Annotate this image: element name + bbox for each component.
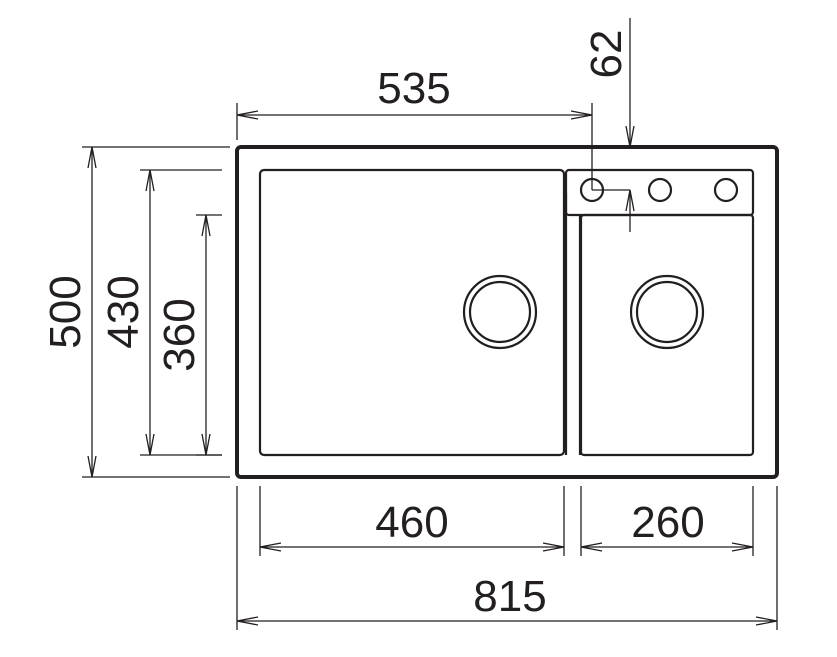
bowl-divider [564,193,582,455]
dimension-260: 260 [580,486,754,556]
tap-hole-2 [647,177,673,203]
dimension-label-535: 535 [377,64,450,113]
main-bowl-outline [258,168,566,457]
dimension-label-460: 460 [375,498,448,547]
dimension-815: 815 [236,486,778,630]
dimension-label-815: 815 [473,572,546,621]
dimension-label-360: 360 [155,298,204,371]
tap-hole-3 [713,177,739,203]
dimension-500: 500 [41,146,230,478]
dimension-62: 62 [582,18,635,232]
dimension-535: 535 [236,64,630,191]
sink-outer-outline [235,145,779,479]
small-bowl-drain [629,274,705,350]
main-bowl-drain [462,274,538,350]
dimension-460: 460 [259,486,565,556]
dimension-label-500: 500 [41,275,90,348]
small-bowl-outline [579,213,755,457]
dimension-label-430: 430 [99,275,148,348]
dimension-360: 360 [155,214,222,456]
dimension-430: 430 [99,169,222,456]
tap-deck-outline [564,168,755,217]
dimension-label-62: 62 [582,30,631,79]
dimension-label-260: 260 [631,498,704,547]
